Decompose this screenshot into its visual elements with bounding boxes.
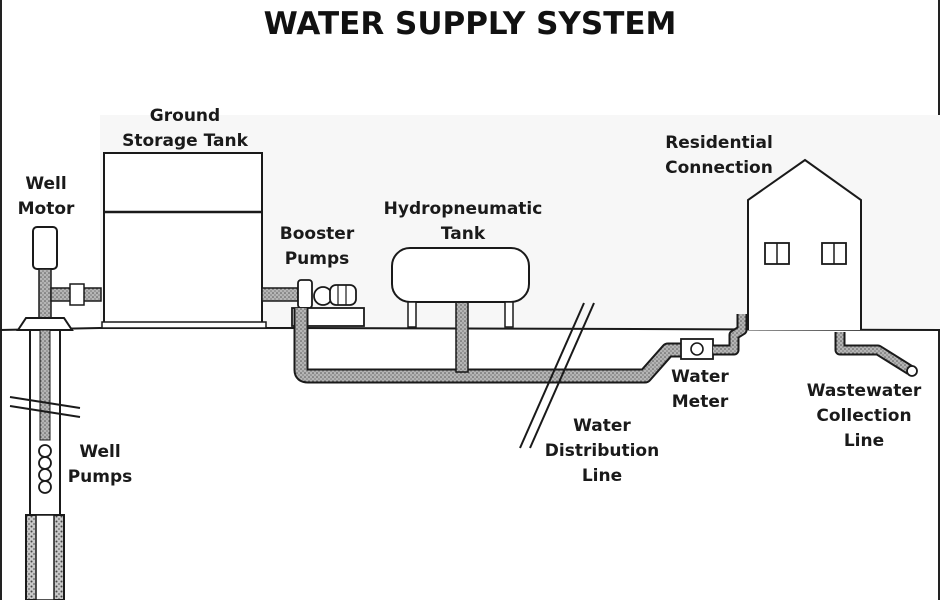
house-outline [747, 158, 862, 330]
label-residential-connection: Residential Connection [665, 133, 773, 178]
label-well-motor: Well Motor [17, 174, 75, 219]
residential-house [747, 158, 862, 330]
hydro-tank-body [391, 247, 530, 303]
label-water-distribution-line: Water Distribution Line [544, 416, 660, 486]
well-screen-core [35, 514, 55, 600]
label-hydropneumatic-tank: Hydropneumatic Tank [383, 199, 543, 244]
well-motor [32, 226, 58, 270]
hydro-tank-leg-left [407, 301, 417, 328]
well-column-pipe [39, 329, 51, 441]
wellhead [16, 317, 74, 331]
label-water-meter: Water Meter [671, 367, 729, 412]
break-line-upper [9, 396, 81, 409]
booster-pumps [291, 279, 365, 327]
ground-storage-tank [101, 152, 267, 329]
wastewater-line [836, 332, 912, 373]
label-ground-storage-tank: Ground Storage Tank [122, 106, 248, 151]
label-wastewater-collection-line: Wastewater Collection Line [806, 381, 922, 451]
well-riser-pipe [38, 268, 52, 320]
break-line-lower [9, 405, 81, 418]
service-line [713, 314, 746, 354]
hydro-tank-leg-right [504, 301, 514, 328]
label-booster-pumps: Booster Pumps [279, 224, 355, 269]
hydro-tank-riser [455, 301, 469, 373]
distribution-break-line-right [529, 302, 595, 449]
water-meter [680, 338, 714, 360]
label-well-pumps: Well Pumps [67, 442, 133, 487]
hydropneumatic-tank [391, 247, 530, 328]
main-pipe [295, 308, 685, 382]
tank-to-booster-pipe [261, 287, 299, 302]
distribution-break-line-left [519, 302, 585, 449]
well [9, 226, 81, 600]
diagram-title: WATER SUPPLY SYSTEM [263, 6, 677, 42]
storage-tank-base [101, 321, 267, 329]
well-pump-stages [38, 444, 52, 494]
well-pipe-fitting [69, 283, 85, 306]
wastewater-line-end [906, 365, 918, 377]
storage-tank-body [103, 152, 263, 327]
booster-pump-pad [291, 307, 365, 327]
